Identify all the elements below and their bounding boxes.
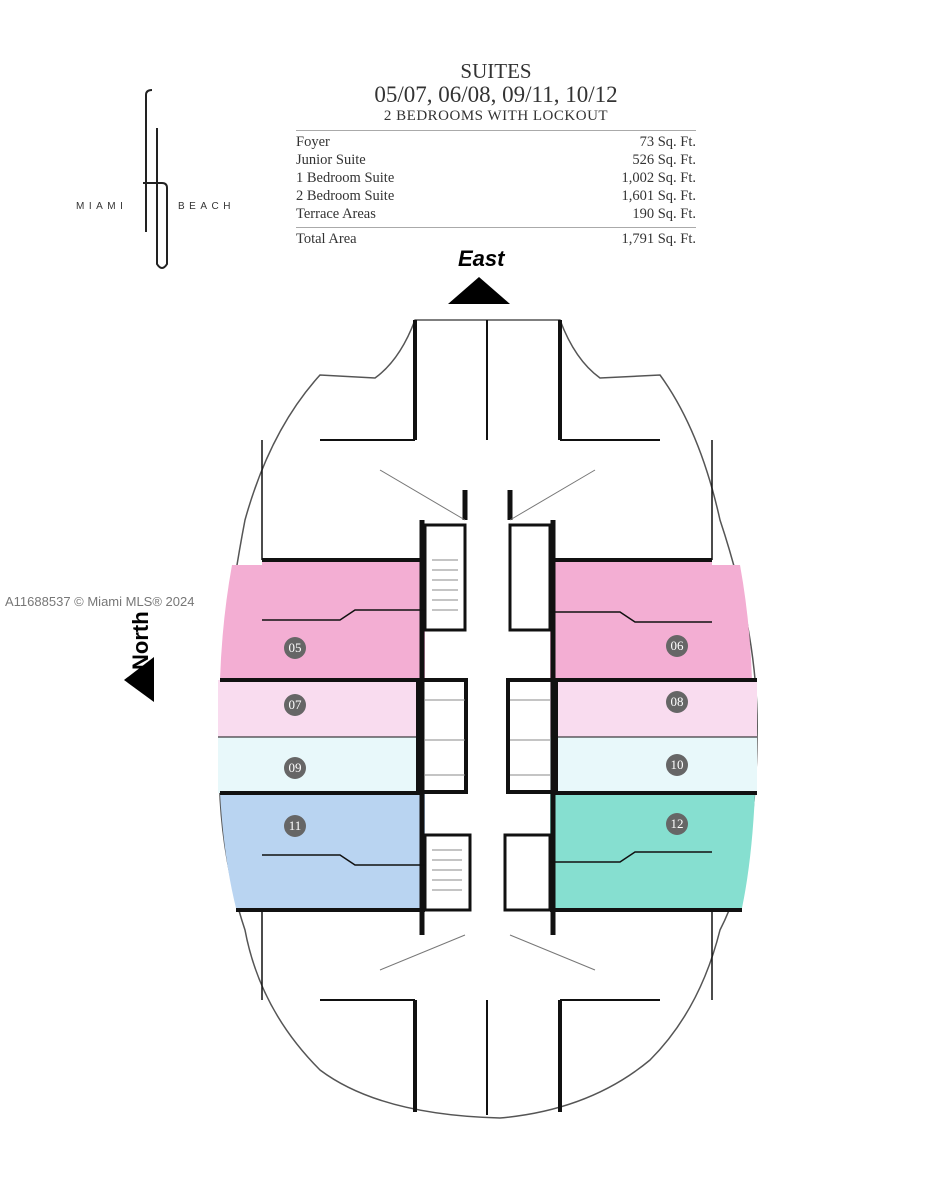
east-arrow-icon bbox=[448, 277, 510, 304]
logo-text-beach: BEACH bbox=[178, 201, 235, 212]
watermark: A11688537 © Miami MLS® 2024 bbox=[5, 594, 195, 609]
unit-09-area bbox=[218, 737, 422, 793]
logo-monogram bbox=[143, 89, 168, 269]
total-row: Total Area 1,791 Sq. Ft. bbox=[296, 230, 696, 248]
unit-labels: 05 07 09 11 06 08 10 12 bbox=[284, 635, 688, 837]
area-row: 2 Bedroom Suite 1,601 Sq. Ft. bbox=[296, 187, 696, 205]
unit-label-08: 08 bbox=[666, 691, 688, 713]
east-label: East bbox=[458, 246, 505, 271]
divider bbox=[296, 227, 696, 228]
area-row: Terrace Areas 190 Sq. Ft. bbox=[296, 205, 696, 223]
unit-label-07: 07 bbox=[284, 694, 306, 716]
building-outline bbox=[218, 319, 758, 1119]
north-label: North bbox=[128, 611, 153, 670]
total-value: 1,791 Sq. Ft. bbox=[621, 231, 696, 247]
area-label: 1 Bedroom Suite bbox=[296, 170, 395, 186]
area-row: 1 Bedroom Suite 1,002 Sq. Ft. bbox=[296, 169, 696, 187]
svg-text:08: 08 bbox=[671, 694, 684, 709]
unit-label-05: 05 bbox=[284, 637, 306, 659]
unit-label-09: 09 bbox=[284, 757, 306, 779]
summary-suites: 05/07, 06/08, 09/11, 10/12 bbox=[374, 82, 618, 107]
unit-10-area bbox=[550, 737, 757, 793]
area-value: 190 Sq. Ft. bbox=[632, 206, 696, 222]
logo-text-miami: MIAMI bbox=[76, 201, 128, 212]
walls bbox=[218, 320, 757, 1115]
unit-label-11: 11 bbox=[284, 815, 306, 837]
stairs bbox=[425, 559, 550, 891]
svg-text:12: 12 bbox=[671, 816, 684, 831]
area-label: Junior Suite bbox=[296, 152, 366, 168]
summary-title: SUITES bbox=[460, 59, 532, 83]
area-value: 526 Sq. Ft. bbox=[632, 152, 696, 168]
svg-text:07: 07 bbox=[289, 697, 303, 712]
svg-text:09: 09 bbox=[289, 760, 302, 775]
unit-07-area bbox=[218, 680, 422, 737]
area-row: Foyer 73 Sq. Ft. bbox=[296, 133, 696, 151]
area-value: 1,601 Sq. Ft. bbox=[621, 188, 696, 204]
area-summary: SUITES 05/07, 06/08, 09/11, 10/12 2 BEDR… bbox=[296, 60, 696, 248]
total-label: Total Area bbox=[296, 231, 357, 247]
divider bbox=[296, 130, 696, 131]
unit-11-area bbox=[220, 793, 425, 912]
svg-text:06: 06 bbox=[671, 638, 685, 653]
area-label: Foyer bbox=[296, 134, 330, 150]
summary-subtitle: 2 BEDROOMS WITH LOCKOUT bbox=[383, 108, 609, 124]
unit-label-12: 12 bbox=[666, 813, 688, 835]
unit-06-area bbox=[550, 560, 752, 680]
area-row: Junior Suite 526 Sq. Ft. bbox=[296, 151, 696, 169]
svg-text:05: 05 bbox=[289, 640, 302, 655]
area-value: 73 Sq. Ft. bbox=[639, 134, 696, 150]
svg-text:11: 11 bbox=[289, 818, 302, 833]
units bbox=[218, 560, 757, 912]
unit-label-06: 06 bbox=[666, 635, 688, 657]
unit-label-10: 10 bbox=[666, 754, 688, 776]
area-value: 1,002 Sq. Ft. bbox=[621, 170, 696, 186]
svg-text:10: 10 bbox=[671, 757, 684, 772]
area-label: Terrace Areas bbox=[296, 206, 376, 222]
north-arrow-icon bbox=[124, 657, 154, 702]
area-label: 2 Bedroom Suite bbox=[296, 188, 395, 204]
unit-08-area bbox=[550, 680, 757, 737]
